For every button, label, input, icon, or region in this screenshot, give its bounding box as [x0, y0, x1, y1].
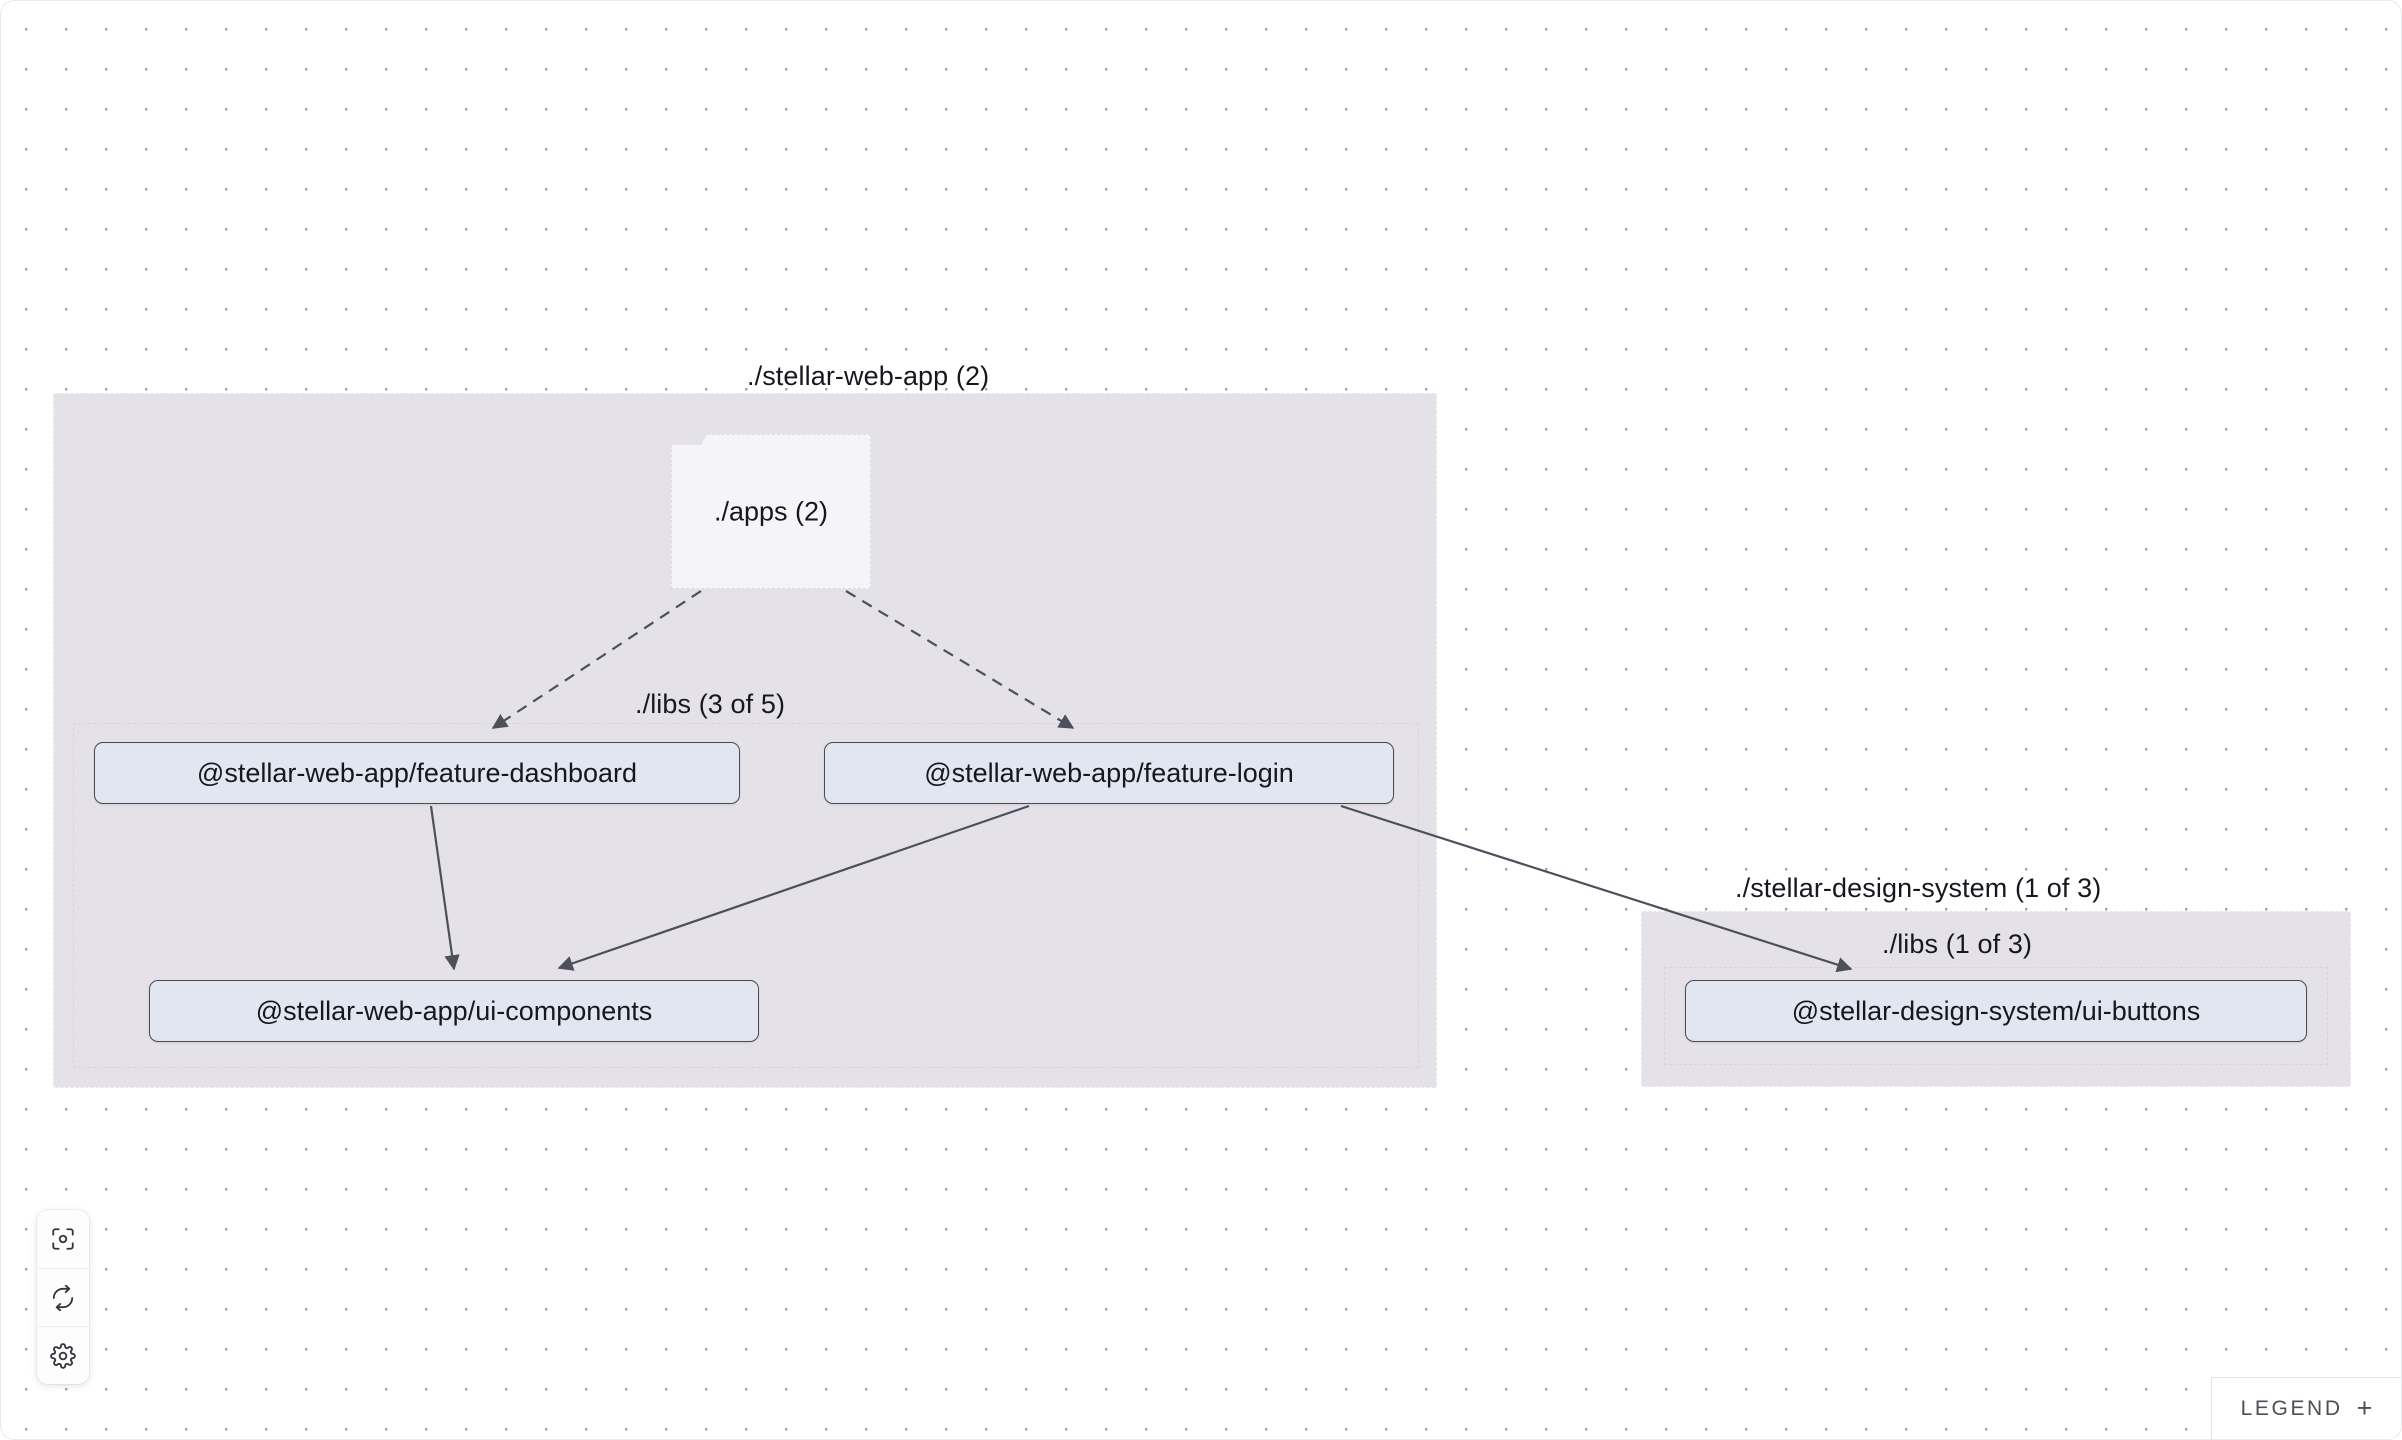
group-stellar-design-system-libs[interactable]	[1664, 967, 2328, 1065]
project-node-ui-components[interactable]: @stellar-web-app/ui-components	[149, 980, 759, 1042]
refresh-graph-button[interactable]	[37, 1268, 89, 1326]
project-node-label: @stellar-web-app/feature-dashboard	[196, 757, 638, 788]
gear-icon	[50, 1342, 76, 1369]
settings-button[interactable]	[37, 1326, 89, 1384]
project-node-label: @stellar-web-app/feature-login	[924, 757, 1294, 788]
project-node-ui-buttons[interactable]: @stellar-design-system/ui-buttons	[1685, 980, 2307, 1042]
group-label-stellar-design-system: ./stellar-design-system (1 of 3)	[1735, 873, 2102, 903]
legend-label: LEGEND	[2240, 1396, 2343, 1420]
focus-target-icon	[50, 1226, 76, 1252]
plus-icon: +	[2356, 1393, 2373, 1423]
group-label-stellar-web-app: ./stellar-web-app (2)	[747, 361, 990, 391]
legend-toggle[interactable]: LEGEND +	[2211, 1377, 2401, 1439]
folder-node-apps[interactable]: ./apps (2)	[671, 434, 871, 589]
folder-node-label: ./apps (2)	[713, 496, 829, 526]
project-node-feature-login[interactable]: @stellar-web-app/feature-login	[824, 742, 1394, 804]
folder-shape-icon	[671, 434, 871, 589]
project-node-label: @stellar-web-app/ui-components	[255, 995, 653, 1026]
canvas-toolbar	[37, 1210, 89, 1384]
project-node-label: @stellar-design-system/ui-buttons	[1791, 995, 2201, 1026]
focus-graph-button[interactable]	[37, 1210, 89, 1268]
group-label-stellar-web-app-libs: ./libs (3 of 5)	[635, 689, 786, 719]
project-node-feature-dashboard[interactable]: @stellar-web-app/feature-dashboard	[94, 742, 740, 804]
refresh-icon	[50, 1284, 76, 1311]
group-label-stellar-design-system-libs: ./libs (1 of 3)	[1882, 929, 2033, 959]
